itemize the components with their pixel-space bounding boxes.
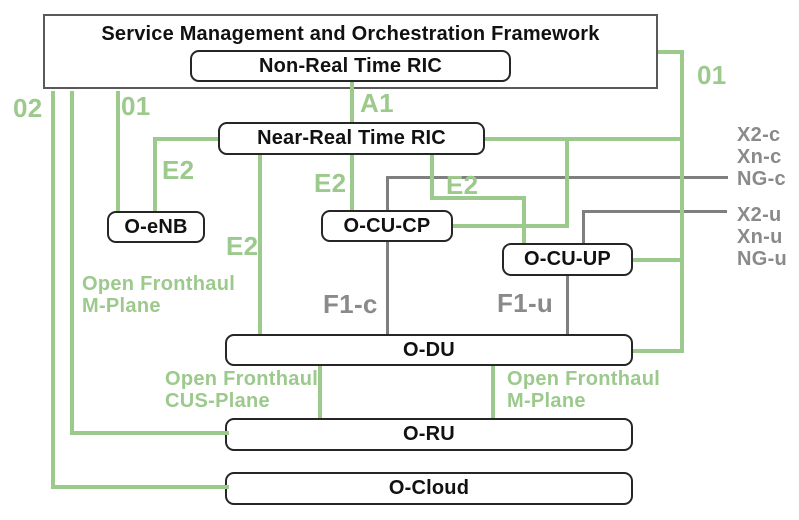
connector-e2-nearrt-to-ocuup: [430, 155, 434, 200]
label-of-cusplane: Open Fronthaul CUS-Plane: [165, 368, 319, 412]
connector-o1-smo-to-odu: [658, 50, 684, 54]
connector-e2-nearrt-to-ocuup: [522, 196, 526, 243]
label-o2: 02: [13, 93, 43, 123]
box-o-ru: O-RU: [225, 418, 633, 451]
connector-o1-smo-to-oenb: [116, 91, 120, 211]
connector-green-ocucp-right-link: [565, 137, 569, 228]
connector-cplane-ocucp-right: [386, 176, 389, 210]
box-o-enb: O-eNB: [107, 211, 205, 243]
box-label-o-ru: O-RU: [403, 423, 455, 445]
connector-f1c-ocucp-to-odu: [386, 242, 389, 334]
connector-green-ocucp-right-link: [453, 224, 569, 228]
label-e2-oenb: E2: [162, 155, 195, 185]
box-label-o-enb: O-eNB: [124, 215, 188, 238]
connector-o2-smo-to-ocloud: [51, 91, 55, 488]
connector-f1u-ocuup-to-odu: [566, 276, 569, 334]
label-cplane-interfaces: X2-c Xn-c NG-c: [737, 124, 786, 190]
box-label-o-du: O-DU: [403, 338, 455, 361]
label-of-mplane-right: Open Fronthaul M-Plane: [507, 368, 661, 412]
connector-e2-nearrt-to-oenb: [153, 137, 157, 211]
box-label-o-cloud: O-Cloud: [388, 477, 470, 499]
connector-cplane-ocucp-right: [386, 176, 728, 179]
box-label-o-cu-up: O-CU-UP: [524, 248, 611, 270]
label-e2-odu: E2: [226, 231, 259, 261]
box-o-du: O-DU: [225, 334, 633, 366]
box-label-non-real-time-ric: Non-Real Time RIC: [258, 54, 443, 77]
connector-a1-nonrt-to-nearrt: [350, 82, 354, 122]
box-label-smo: Service Management and Orchestration Fra…: [101, 23, 600, 45]
label-o1-left: 01: [121, 91, 151, 121]
box-label-near-real-time-ric: Near-Real Time RIC: [257, 127, 446, 149]
connector-mplane-smo-to-oru: [70, 431, 229, 435]
connector-o1-smo-to-odu: [680, 50, 684, 353]
box-o-cu-cp: O-CU-CP: [321, 210, 453, 242]
connector-of-m-odu-to-oru: [491, 366, 495, 418]
box-o-cu-up: O-CU-UP: [502, 243, 633, 276]
label-of-mplane-left: Open Fronthaul M-Plane: [82, 273, 236, 317]
label-a1: A1: [360, 88, 394, 118]
connector-o1-smo-to-odu: [633, 349, 684, 353]
connector-of-cus-odu-to-oru: [318, 366, 322, 418]
connector-e2-nearrt-to-ocuup: [430, 196, 526, 200]
label-o1-right: 01: [697, 60, 727, 90]
box-label-o-cu-cp: O-CU-CP: [343, 214, 431, 237]
box-non-real-time-ric: Non-Real Time RIC: [190, 50, 511, 82]
connector-e2-nearrt-to-odu: [258, 155, 262, 334]
label-f1-u: F1-u: [497, 288, 554, 318]
connector-e2-nearrt-to-ocucp: [350, 155, 354, 210]
connector-e2-nearrt-to-oenb: [153, 137, 218, 141]
connector-green-bus-nearrt-right: [485, 137, 684, 141]
connector-o2-smo-to-ocloud: [51, 485, 229, 489]
connector-mplane-smo-to-oru: [70, 91, 74, 434]
box-near-real-time-ric: Near-Real Time RIC: [218, 122, 485, 155]
label-uplane-interfaces: X2-u Xn-u NG-u: [737, 204, 788, 270]
label-f1-c: F1-c: [323, 289, 378, 319]
label-e2-ocuup: E2: [446, 170, 479, 200]
connector-uplane-ocuup-right: [582, 210, 585, 243]
box-o-cloud: O-Cloud: [225, 472, 633, 505]
label-e2-ocucp: E2: [314, 168, 347, 198]
connector-uplane-ocuup-right: [582, 210, 727, 213]
connector-green-ocuup-right-link: [633, 258, 680, 262]
